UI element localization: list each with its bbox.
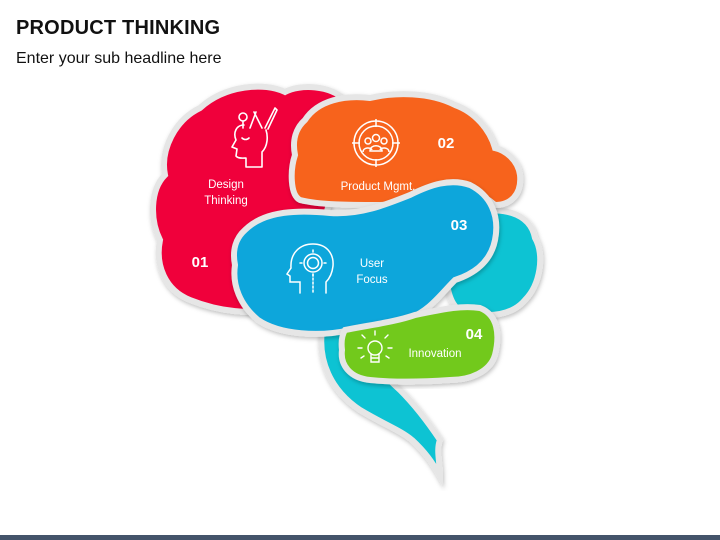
- section-number: 02: [438, 135, 455, 152]
- page-title: PRODUCT THINKING: [16, 17, 221, 39]
- footer-bar: [0, 535, 720, 540]
- head-lightbulb-gear-icon: [285, 243, 334, 295]
- section-number: 03: [451, 217, 468, 234]
- section-product-mgmt[interactable]: Product Mgmt. 02: [288, 91, 524, 209]
- section-innovation[interactable]: Innovation 04: [338, 304, 501, 385]
- section-label: Product Mgmt.: [341, 181, 416, 193]
- section-label-line1: Design: [208, 179, 244, 191]
- section-number: 04: [466, 326, 483, 343]
- section-label: Innovation: [408, 348, 461, 360]
- section-label-line2: Thinking: [204, 195, 247, 207]
- section-number: 01: [192, 254, 209, 271]
- section-user-focus[interactable]: User Focus 03: [231, 179, 500, 337]
- section-label-line2: Focus: [356, 274, 388, 286]
- lightbulb-icon: [357, 330, 393, 363]
- section-label-line1: User: [360, 258, 384, 270]
- page-subtitle: Enter your sub headline here: [16, 50, 222, 67]
- team-target-icon: [352, 119, 400, 167]
- head-with-tools-icon: [231, 107, 278, 168]
